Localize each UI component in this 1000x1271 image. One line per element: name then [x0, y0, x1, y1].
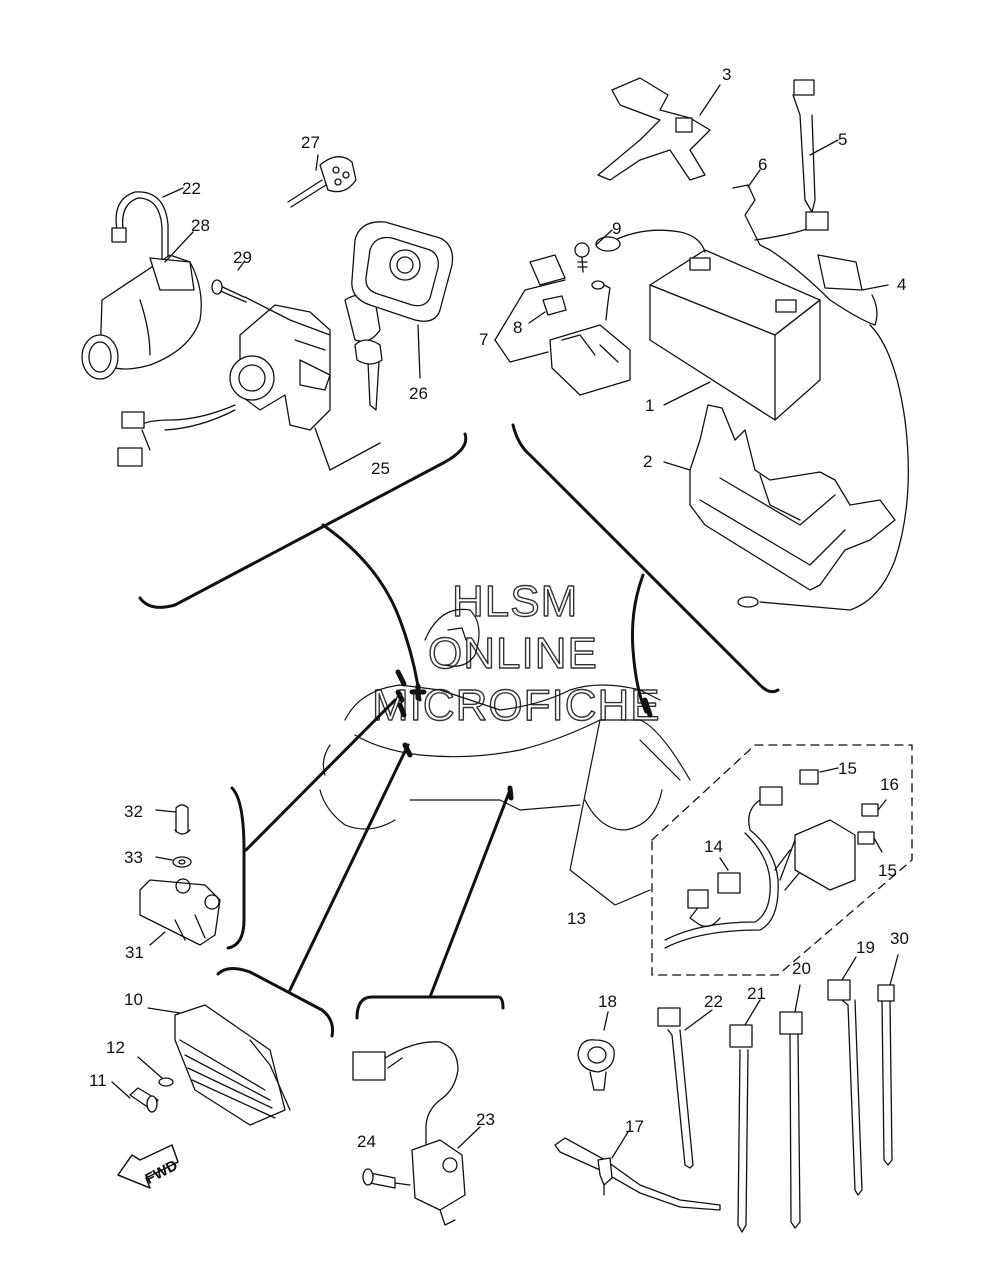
harness-inset-box: [651, 744, 913, 976]
callout-18: 18: [598, 992, 617, 1011]
fwd-arrow: [117, 1144, 179, 1189]
callout-13: 13: [567, 909, 586, 928]
callout-30: 30: [890, 929, 909, 948]
callout-33: 33: [124, 848, 143, 867]
leader-sensor: [244, 698, 397, 852]
callout-8: 8: [513, 318, 522, 337]
leader-solenoid: [428, 788, 512, 999]
battery-case-part: [689, 404, 896, 591]
bracket-solenoid-group: [355, 995, 505, 1020]
cable-tie-part: [881, 999, 893, 1166]
cable-tie-part: [792, 94, 816, 213]
callout-16: 16: [880, 775, 899, 794]
callout-3: 3: [722, 65, 731, 84]
cable-tie-part: [737, 1049, 749, 1233]
connector-part: [352, 1051, 386, 1081]
bracket-battery-group: [511, 423, 780, 694]
ignition-group: [81, 154, 454, 471]
harness-group: [651, 744, 913, 976]
leader-ignition: [321, 523, 422, 702]
cable-band-part: [115, 191, 169, 276]
solenoid-group: [352, 1041, 481, 1226]
clip-band-part: [554, 1137, 721, 1211]
sensor-group: [139, 804, 221, 946]
callout-1: 1: [645, 396, 654, 415]
fuse-holder-part: [817, 254, 863, 291]
callout-2: 2: [643, 452, 652, 471]
battery-cable-part: [604, 229, 706, 253]
callout-7: 7: [479, 330, 488, 349]
bolt-part: [175, 804, 189, 833]
callout-28: 28: [191, 216, 210, 235]
starter-relay-part: [549, 324, 631, 396]
clamp-part: [577, 1039, 615, 1073]
leader-battery: [630, 573, 648, 714]
watermark-line3: MICROFICHE: [372, 681, 661, 730]
callout-6: 6: [758, 155, 767, 174]
watermark-line2: ONLINE: [428, 629, 598, 678]
callout-17: 17: [625, 1117, 644, 1136]
key-part: [287, 179, 327, 208]
wiring-harness-part: [664, 799, 779, 949]
callout-31: 31: [125, 943, 144, 962]
callout-23: 23: [476, 1110, 495, 1129]
callout-14: 14: [704, 837, 723, 856]
cable-tie-part: [789, 1034, 801, 1229]
frame-outline: [319, 608, 691, 906]
clamps-ties-group: [554, 954, 899, 1233]
callout-15a: 15: [838, 759, 857, 778]
callout-5: 5: [838, 130, 847, 149]
connector-part: [799, 769, 819, 785]
clip-part: [732, 184, 771, 251]
callout-27: 27: [301, 133, 320, 152]
callout-15b: 15: [878, 861, 897, 880]
fuse-part: [857, 831, 875, 845]
cable-tie-part: [667, 1029, 694, 1169]
callout-21: 21: [747, 984, 766, 1003]
main-switch-part: [239, 304, 331, 431]
callout-22a: 22: [182, 179, 201, 198]
fuse-part: [861, 803, 879, 817]
callout-24: 24: [357, 1132, 376, 1151]
leader-harness: [569, 719, 651, 906]
callout-32: 32: [124, 802, 143, 821]
group-brackets: [138, 423, 780, 1038]
rectifier-group: [111, 1004, 291, 1189]
callout-9: 9: [612, 219, 621, 238]
bracket-sensor-group: [226, 786, 246, 950]
callout-4: 4: [897, 275, 906, 294]
callout-labels: 1 2 3 4 5 6 7 8 9 10 11 12 13 14 15 15 1…: [89, 65, 909, 1188]
washer-part: [158, 1077, 174, 1087]
bracket-rectifier-group: [216, 967, 334, 1038]
relay-part: [529, 254, 566, 286]
terminal-bolt-part: [574, 242, 590, 258]
callout-29: 29: [233, 248, 252, 267]
key-cover-part: [351, 221, 454, 322]
junction-box-part: [794, 819, 856, 891]
leader-rectifier: [288, 743, 410, 992]
ground-cable-part: [759, 324, 909, 611]
battery-group: [494, 77, 909, 611]
callout-22b: 22: [704, 992, 723, 1011]
cable-tie-part: [841, 999, 863, 1196]
watermark-line1: HLSM: [452, 577, 578, 626]
callout-25: 25: [371, 459, 390, 478]
sensor-part: [139, 879, 221, 946]
callout-19: 19: [856, 938, 875, 957]
callout-11: 11: [89, 1071, 107, 1090]
callout-20: 20: [792, 959, 811, 978]
callout-26: 26: [409, 384, 428, 403]
rectifier-part: [174, 1004, 286, 1126]
connector-part: [717, 872, 741, 894]
bracket-ignition-group: [138, 432, 468, 609]
sensor-assembly-part: [411, 1139, 466, 1211]
callout-12: 12: [106, 1038, 125, 1057]
callout-10: 10: [124, 990, 143, 1009]
battery-band-part: [597, 77, 711, 181]
washer-part: [172, 856, 192, 868]
